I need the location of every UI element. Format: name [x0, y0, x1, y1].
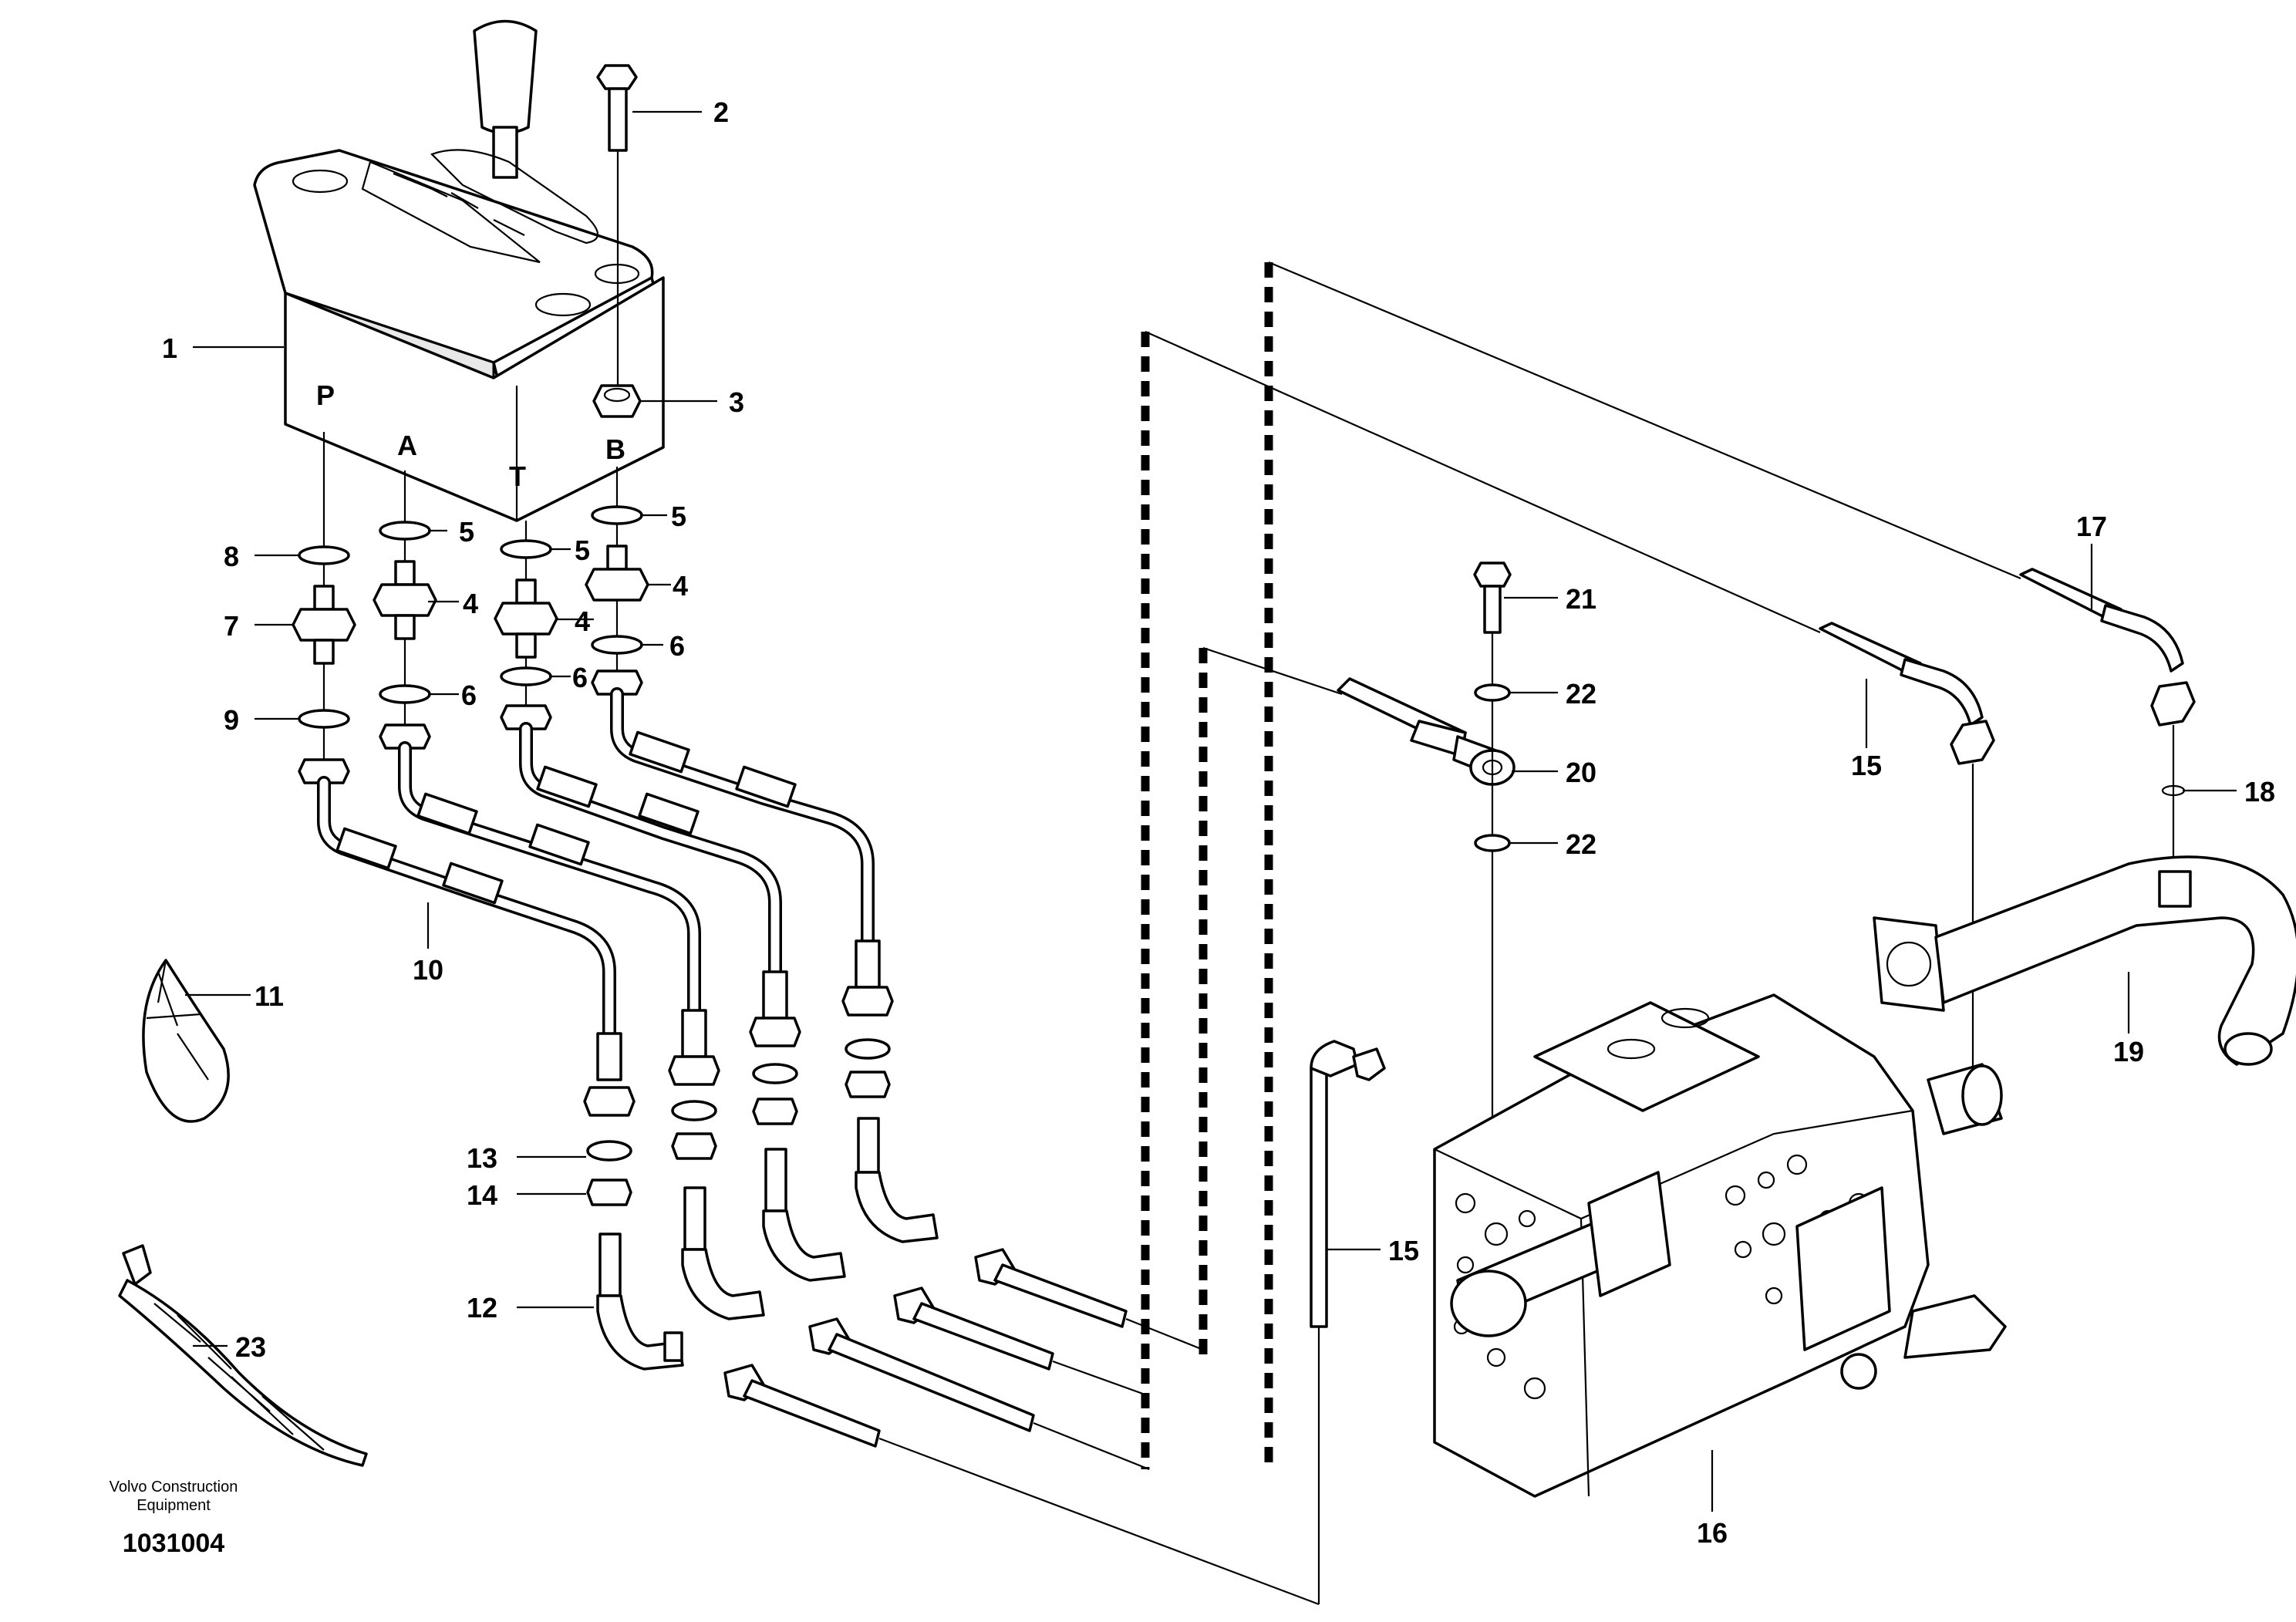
callout-6-b: 6	[572, 662, 588, 693]
callout-15-b: 15	[1851, 750, 1882, 781]
pilot-control-valve: P A T B	[253, 19, 665, 522]
callout-22-b: 22	[1566, 828, 1596, 860]
callout-15-a: 15	[1388, 1235, 1419, 1266]
pipe-19	[1934, 855, 2296, 1066]
callout-19: 19	[2113, 1036, 2144, 1067]
callout-4-b: 4	[575, 605, 590, 637]
callout-23: 23	[235, 1331, 266, 1363]
manufacturer-line-2: Equipment	[137, 1497, 211, 1514]
leader-lines	[185, 110, 2237, 1512]
callout-5-a: 5	[459, 516, 474, 548]
callout-16: 16	[1697, 1517, 1728, 1549]
callout-20: 20	[1566, 757, 1596, 788]
elbow-fittings	[583, 986, 939, 1371]
callout-17: 17	[2076, 511, 2107, 542]
drawing-number: 1031004	[123, 1529, 224, 1558]
manufacturer-line-1: Volvo Construction	[110, 1479, 238, 1496]
callout-14: 14	[467, 1179, 497, 1211]
tube-connectors	[723, 1248, 1320, 1606]
callout-4-a: 4	[463, 588, 478, 619]
callout-13: 13	[467, 1142, 497, 1174]
drawing-footer: Volvo Construction Equipment 1031004	[110, 1479, 238, 1558]
callout-11: 11	[255, 980, 284, 1012]
callout-22-a: 22	[1566, 678, 1596, 710]
port-label-b: B	[605, 433, 625, 465]
callout-5-c: 5	[671, 501, 686, 532]
port-label-a: A	[397, 430, 417, 461]
callout-3: 3	[729, 386, 744, 418]
callout-4-c: 4	[673, 570, 688, 602]
pilot-hoses	[317, 687, 881, 1081]
callout-7: 7	[224, 610, 239, 642]
callout-9: 9	[224, 704, 239, 736]
callout-5-b: 5	[575, 534, 590, 566]
callout-labels: 1 2 3 4 4 4 5 5 5 6 6 6 7 8 9 10 11 12 1…	[162, 96, 2275, 1549]
callout-2: 2	[713, 96, 729, 128]
callout-18: 18	[2244, 776, 2275, 808]
upper-hoses	[1310, 568, 2196, 1328]
callout-6-c: 6	[669, 630, 685, 662]
callout-21: 21	[1566, 583, 1596, 615]
callout-10: 10	[413, 954, 443, 986]
port-label-t: T	[509, 460, 526, 492]
wiring-harness	[118, 1244, 368, 1467]
callout-6-a: 6	[461, 679, 477, 711]
callout-8: 8	[224, 541, 239, 572]
callout-12: 12	[467, 1292, 497, 1324]
cable-tie	[142, 959, 230, 1123]
fittings-stack	[292, 432, 649, 784]
callout-1: 1	[162, 332, 177, 364]
banjo-hose	[1337, 561, 1515, 1249]
port-label-p: P	[316, 379, 335, 411]
main-control-valve	[1433, 916, 2007, 1498]
bolt-2	[596, 64, 638, 386]
